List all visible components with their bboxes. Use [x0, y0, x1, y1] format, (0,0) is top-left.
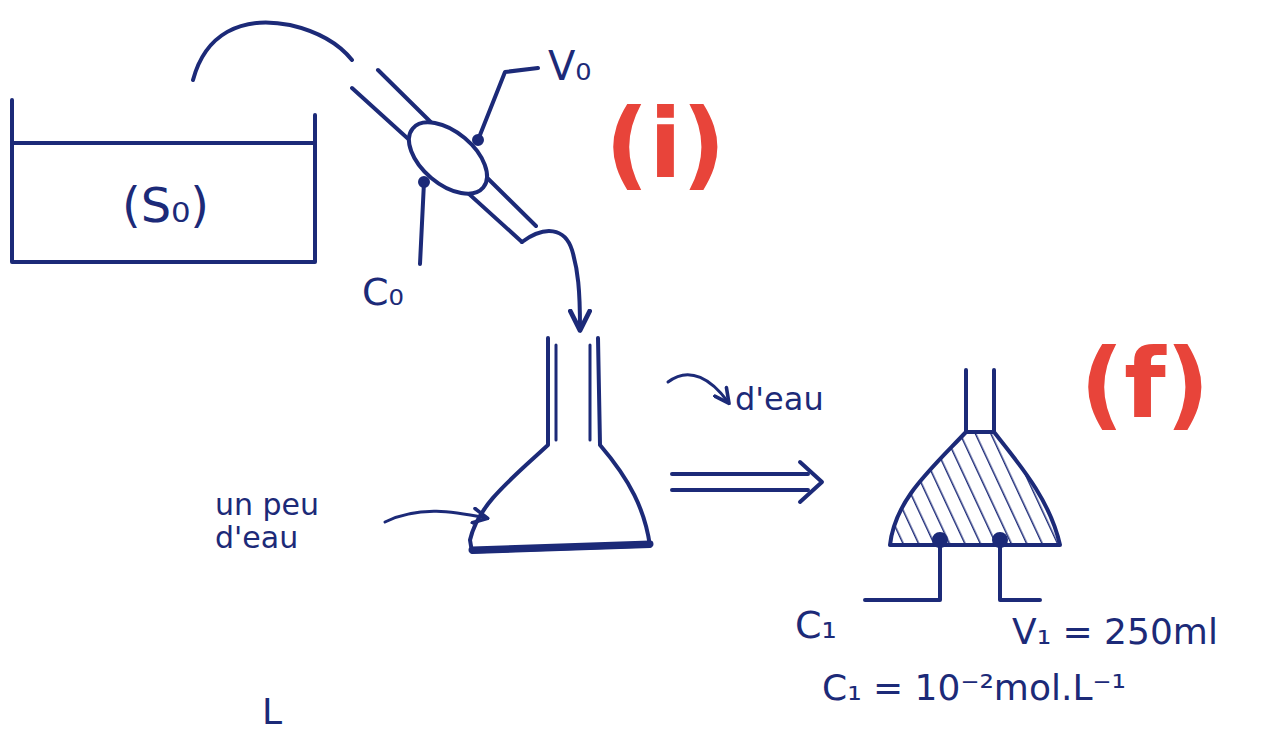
flask-neck — [556, 345, 590, 440]
leader-line — [865, 540, 940, 600]
pipette-wall — [378, 70, 536, 226]
state-label: (i) — [605, 92, 726, 198]
double-arrow — [672, 474, 808, 490]
beaker-wall — [12, 100, 315, 262]
double-arrow-head — [800, 462, 822, 502]
suction-curve — [193, 22, 352, 80]
concentration-label: C₀ — [362, 272, 404, 314]
solution-label: (S₀) — [122, 177, 209, 233]
leader-line — [420, 182, 424, 264]
leader-arrow — [385, 511, 486, 522]
pipette-wall — [352, 88, 522, 242]
concentration-label: C₁ — [795, 605, 837, 647]
state-label: (f) — [1080, 332, 1210, 438]
water-label: d'eau — [735, 382, 824, 417]
volume-label: V₁ = 250ml — [1012, 612, 1218, 652]
stray-mark: L — [262, 692, 282, 732]
filled-flask — [890, 432, 1060, 545]
water-arrow — [668, 375, 728, 402]
water-layer — [472, 544, 650, 550]
leader-line — [478, 68, 538, 140]
beaker: (S₀) — [8, 95, 323, 267]
volume-label: V₀ — [548, 44, 591, 88]
volumetric-flask — [470, 338, 650, 552]
leader-line — [1000, 540, 1040, 600]
pour-arrow — [522, 231, 580, 328]
liquid-surface — [12, 141, 315, 145]
concentration-value: C₁ = 10⁻²mol.L⁻¹ — [822, 668, 1126, 708]
flask-neck — [966, 370, 994, 432]
note: un peu d'eau — [215, 488, 375, 554]
